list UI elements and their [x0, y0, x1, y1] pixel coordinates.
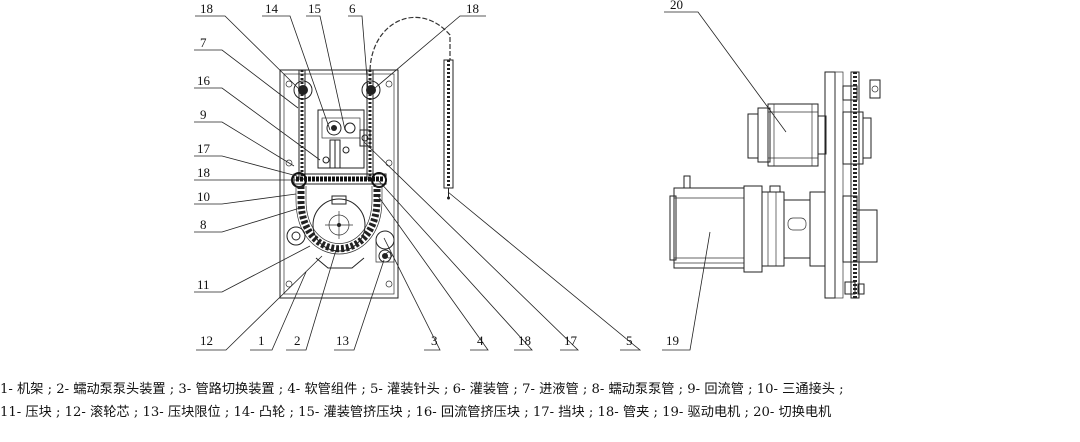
label-1: 1: [258, 333, 265, 348]
roller-core: [312, 195, 366, 252]
label-9: 9: [200, 107, 207, 122]
tube-switching-device: [317, 109, 371, 169]
label-17b: 17: [564, 333, 578, 348]
label-6: 6: [349, 1, 356, 16]
pressure-block: [315, 257, 365, 269]
label-18c: 18: [197, 165, 210, 180]
label-5: 5: [626, 333, 633, 348]
filling-needle: [443, 59, 454, 200]
label-7: 7: [200, 35, 207, 50]
frame-plate: [279, 69, 399, 299]
assembly-drawing: 18 14 15 6 18 7 16 9 17 18 10 8 11 12 1 …: [194, 0, 881, 351]
label-18b: 18: [466, 1, 479, 16]
inlet-tube: [298, 70, 306, 180]
label-10: 10: [197, 189, 210, 204]
label-8: 8: [200, 217, 207, 232]
side-frame-plate: [824, 71, 836, 299]
label-17a: 17: [197, 141, 211, 156]
label-15: 15: [308, 1, 321, 16]
label-11: 11: [197, 277, 210, 292]
leader-lines: [194, 11, 787, 351]
label-12: 12: [200, 333, 213, 348]
label-16: 16: [197, 73, 211, 88]
drive-motor: [669, 175, 878, 273]
label-18d: 18: [518, 333, 531, 348]
label-2: 2: [294, 333, 301, 348]
part-labels: 18 14 15 6 18 7 16 9 17 18 10 8 11 12 1 …: [197, 0, 683, 348]
label-14: 14: [265, 1, 279, 16]
label-13: 13: [336, 333, 349, 348]
label-4: 4: [477, 333, 484, 348]
side-view: [669, 71, 881, 299]
label-20: 20: [670, 0, 683, 12]
three-way-joint: [291, 172, 387, 188]
peristaltic-pump-tube: [297, 186, 381, 253]
right-lever: [375, 230, 395, 263]
left-knob: [286, 226, 306, 246]
label-18a: 18: [200, 1, 213, 16]
front-view: [279, 16, 454, 299]
caption-line-1: 1- 机架 ; 2- 蠕动泵泵头装置 ; 3- 管路切换装置 ; 4- 软管组件…: [0, 382, 844, 397]
caption-line-2: 11- 压块 ; 12- 滚轮芯 ; 13- 压块限位 ; 14- 凸轮 ; 1…: [0, 405, 832, 420]
switching-motor: [747, 103, 872, 167]
filling-tube: [366, 70, 374, 180]
label-19: 19: [666, 333, 679, 348]
label-3: 3: [431, 333, 438, 348]
filling-tube-arc: [369, 16, 451, 71]
pressure-block-stop: [378, 249, 392, 263]
